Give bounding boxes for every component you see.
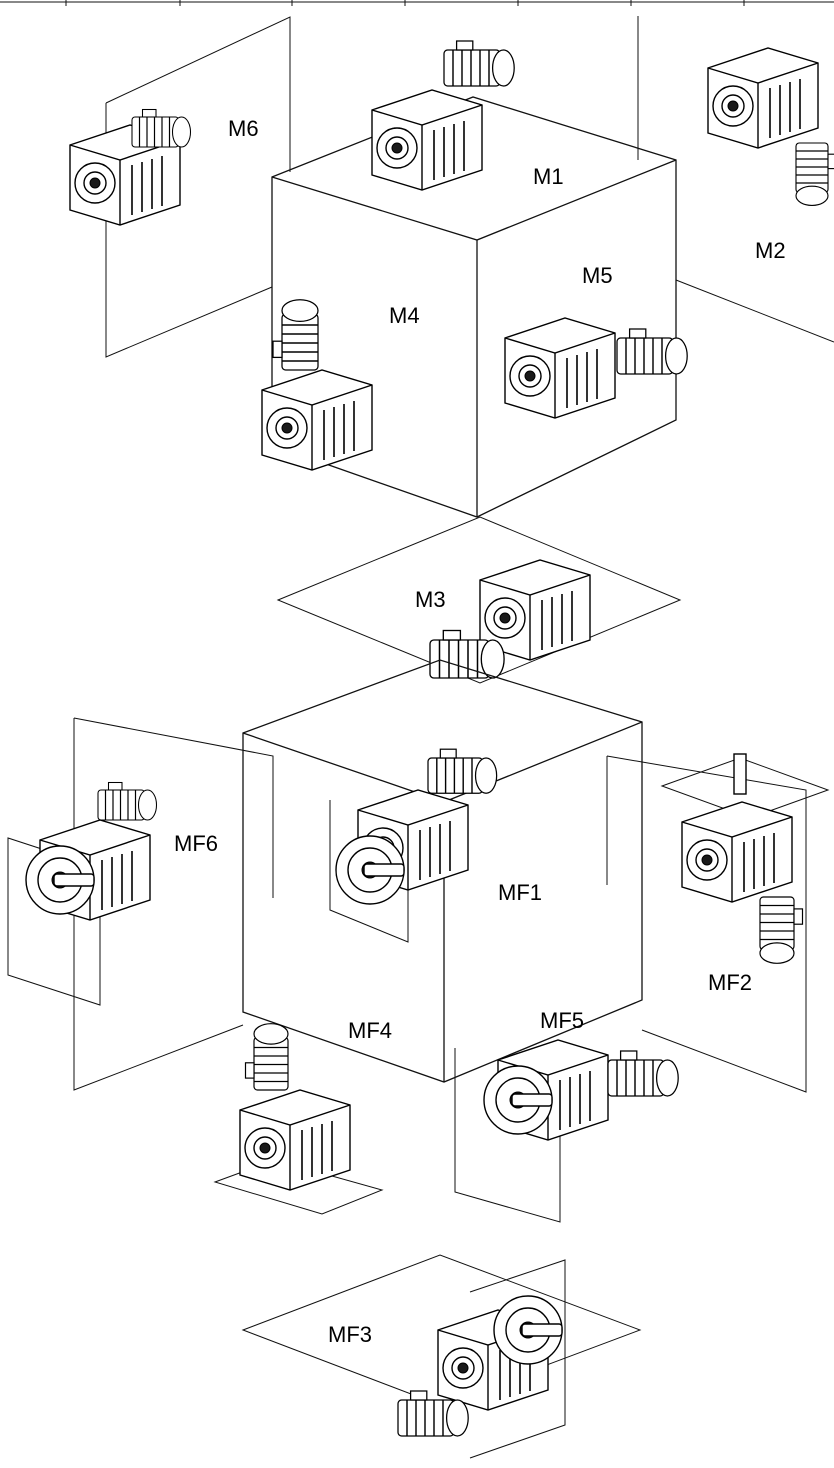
- gear-unit-m5: [504, 317, 688, 419]
- label-m1: M1: [533, 164, 564, 189]
- plane-mf2: [606, 753, 830, 1093]
- top-cube-group: M6 M1 M2 M5 M4 M3: [69, 16, 834, 684]
- gear-unit-m6: [69, 108, 192, 226]
- label-mf4: MF4: [348, 1018, 392, 1043]
- label-mf1: MF1: [498, 880, 542, 905]
- label-mf2: MF2: [708, 970, 752, 995]
- plane-m2: [637, 16, 834, 343]
- gear-unit-m1: [371, 40, 515, 191]
- label-m4: M4: [389, 303, 420, 328]
- gear-unit-m4: [261, 299, 373, 471]
- plane-mf6: [7, 717, 274, 1091]
- label-m3: M3: [415, 587, 446, 612]
- plane-m3: [276, 516, 682, 684]
- gear-unit-mf2: [681, 753, 804, 964]
- gear-unit-m2: [707, 47, 834, 207]
- label-mf3: MF3: [328, 1322, 372, 1347]
- gear-unit-mf5: [454, 1039, 679, 1223]
- plane-mf3: [241, 1254, 642, 1459]
- gear-unit-mf1: [329, 748, 498, 943]
- gear-unit-mf4: [213, 1023, 384, 1215]
- gear-unit-mf3: [397, 1295, 563, 1437]
- label-mf5: MF5: [540, 1008, 584, 1033]
- bottom-cube-group: MF6 MF1 MF2 MF5 MF4 MF3: [7, 659, 830, 1459]
- label-m6: M6: [228, 116, 259, 141]
- label-mf6: MF6: [174, 831, 218, 856]
- gear-unit-mf6: [25, 781, 158, 921]
- plane-m6: [69, 16, 291, 358]
- top-border-strip: [0, 0, 834, 6]
- gear-unit-m3: [429, 559, 591, 679]
- label-m5: M5: [582, 263, 613, 288]
- label-m2: M2: [755, 238, 786, 263]
